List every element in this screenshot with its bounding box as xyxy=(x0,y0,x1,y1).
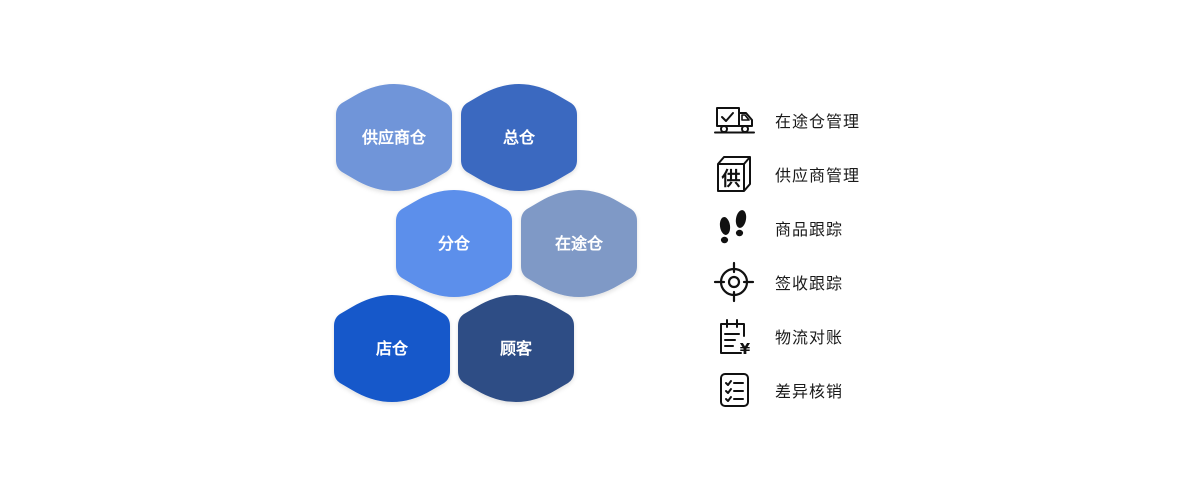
legend-item-in-transit-management[interactable]: 在途仓管理 xyxy=(712,98,860,142)
supplier-box-icon: 供 xyxy=(712,152,756,196)
hex-label-in-transit-warehouse: 在途仓 xyxy=(555,234,604,253)
hex-label-main-warehouse: 总仓 xyxy=(503,128,536,147)
calendar-yen-icon: ¥ xyxy=(712,314,756,358)
legend-item-receipt-tracking[interactable]: 签收跟踪 xyxy=(712,260,843,304)
legend-label-supplier-management: 供应商管理 xyxy=(775,166,861,185)
legend-item-supplier-management[interactable]: 供 供应商管理 xyxy=(712,152,860,196)
hex-in-transit-warehouse[interactable]: 在途仓 xyxy=(521,190,637,297)
legend-label-product-tracking: 商品跟踪 xyxy=(775,220,844,239)
hex-customer[interactable]: 顾客 xyxy=(458,295,574,402)
legend-item-logistics-reconciliation[interactable]: ¥ 物流对账 xyxy=(712,314,843,358)
legend-item-product-tracking[interactable]: 商品跟踪 xyxy=(712,206,843,250)
hex-label-customer: 顾客 xyxy=(500,339,533,358)
supplier-glyph: 供 xyxy=(720,167,740,190)
checklist-icon xyxy=(712,368,756,412)
hex-supplier-warehouse[interactable]: 供应商仓 xyxy=(336,84,452,191)
hex-label-supplier-warehouse: 供应商仓 xyxy=(361,128,427,147)
legend-label-receipt-tracking: 签收跟踪 xyxy=(775,274,844,293)
footprints-icon xyxy=(712,206,756,250)
yen-glyph: ¥ xyxy=(740,340,751,358)
hex-main-warehouse[interactable]: 总仓 xyxy=(461,84,577,191)
target-icon xyxy=(712,260,756,304)
legend-label-in-transit-management: 在途仓管理 xyxy=(775,112,861,131)
hex-store-warehouse[interactable]: 店仓 xyxy=(334,295,450,402)
legend-item-variance-writeoff[interactable]: 差异核销 xyxy=(712,368,843,412)
legend-label-variance-writeoff: 差异核销 xyxy=(775,382,844,401)
hex-label-store-warehouse: 店仓 xyxy=(376,339,409,358)
truck-check-icon xyxy=(712,98,756,142)
hex-branch-warehouse[interactable]: 分仓 xyxy=(396,190,512,297)
legend-label-logistics-reconciliation: 物流对账 xyxy=(775,328,844,347)
hex-label-branch-warehouse: 分仓 xyxy=(438,234,471,253)
